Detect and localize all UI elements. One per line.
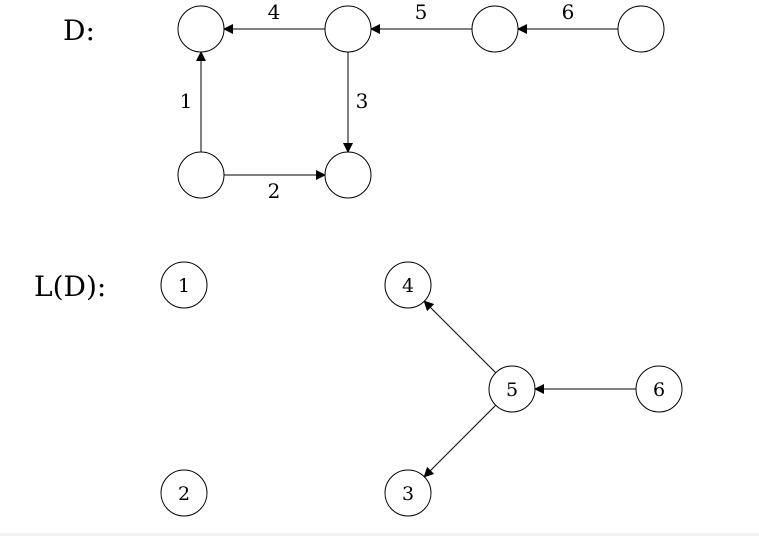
- node-label: 3: [402, 483, 414, 505]
- graph_ld-node: [160, 469, 208, 517]
- graph_d-node: [177, 151, 225, 199]
- graph_ld-edge-5-3: [423, 404, 497, 478]
- graph_d-node: [324, 5, 372, 53]
- bottom-divider: [0, 533, 759, 536]
- graph_ld-edge-5-4: [423, 300, 497, 374]
- node-label: 6: [653, 379, 665, 401]
- edge-label: 3: [356, 89, 369, 113]
- edge-label: 1: [180, 89, 193, 113]
- graph_ld-node: [384, 469, 432, 517]
- graph-ld-title: L(D):: [34, 270, 106, 303]
- graph-d-title: D:: [63, 14, 95, 47]
- graph_d-node: [617, 5, 665, 53]
- node-label: 2: [178, 483, 190, 505]
- graph-d: 4 5 6 1 3 2: [177, 0, 665, 203]
- graph_d-node: [324, 151, 372, 199]
- edge-label: 5: [415, 0, 428, 24]
- graph_ld-node: [635, 365, 683, 413]
- node-label: 5: [506, 379, 518, 401]
- edge-label: 6: [562, 0, 575, 24]
- graph_ld-node: [160, 261, 208, 309]
- graph_ld-node: [384, 261, 432, 309]
- graph_d-node: [177, 5, 225, 53]
- graph_d-node: [471, 5, 519, 53]
- graph-ld: 1 4 5 6 2 3: [160, 261, 683, 517]
- graph_ld-node: [488, 365, 536, 413]
- node-label: 4: [402, 275, 414, 297]
- edge-label: 4: [268, 0, 281, 24]
- node-label: 1: [178, 275, 190, 297]
- edge-label: 2: [268, 179, 281, 203]
